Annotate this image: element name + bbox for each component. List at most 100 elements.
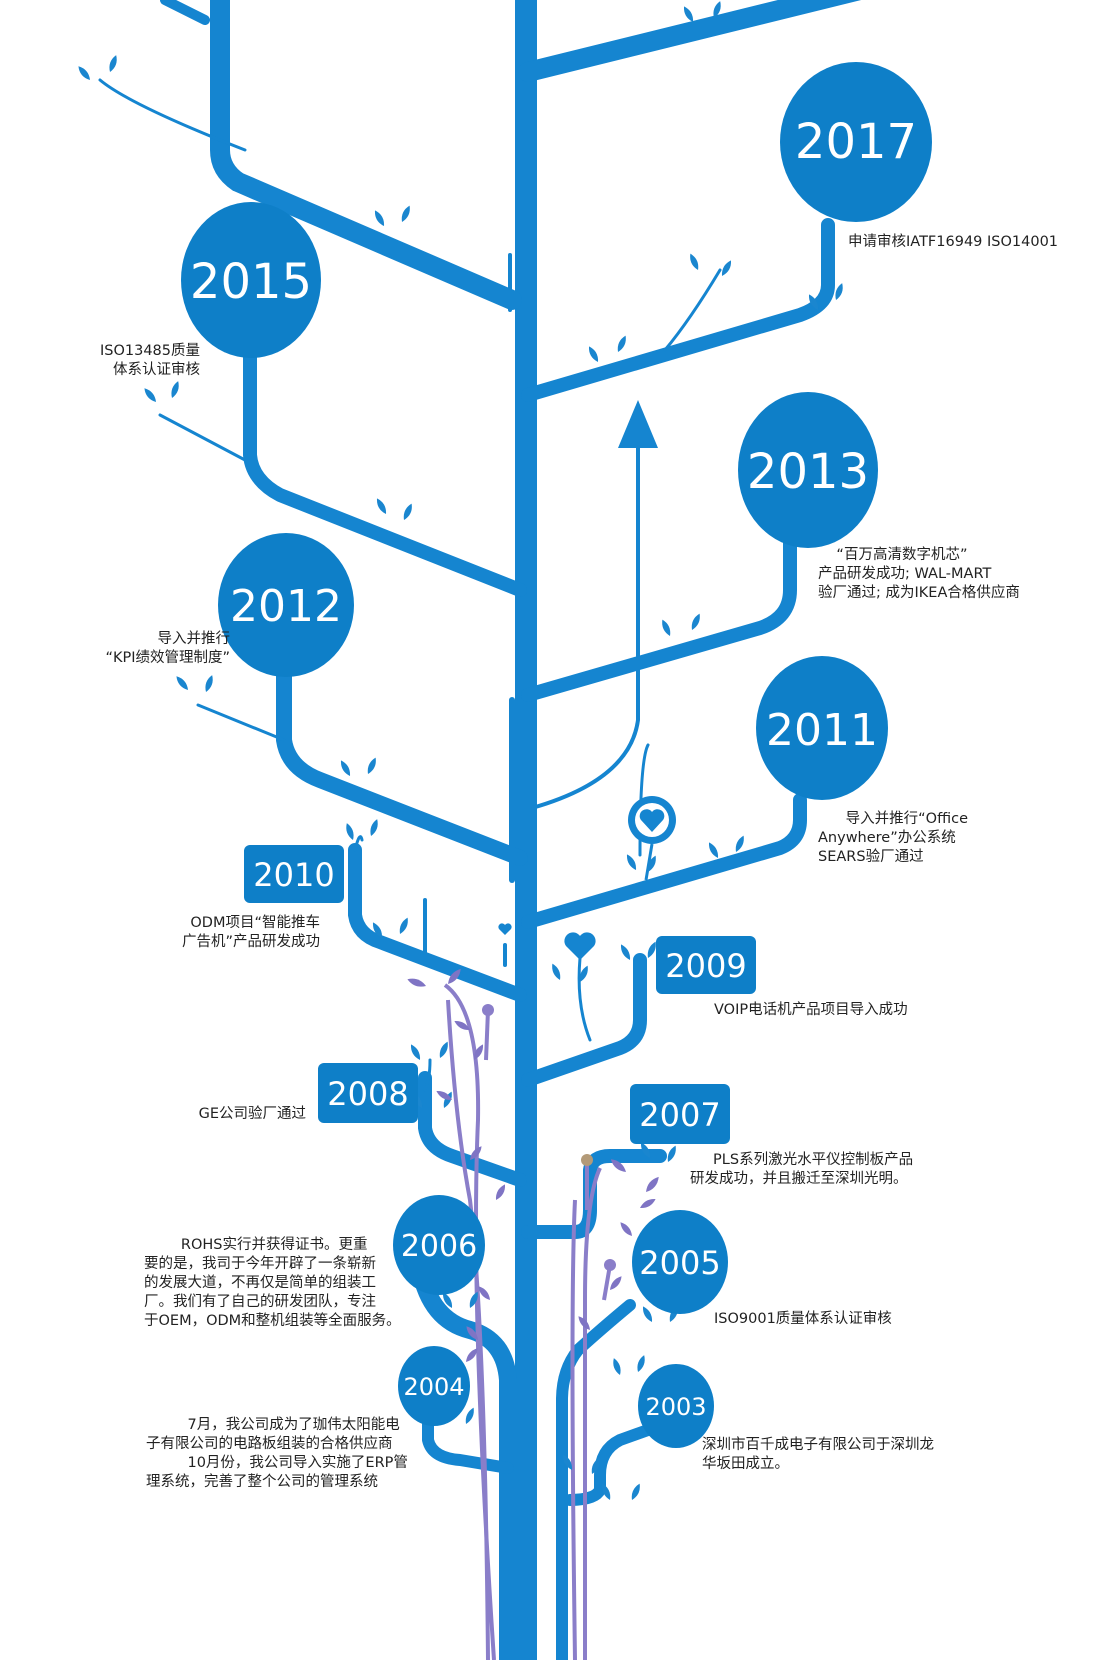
branch-2005 xyxy=(556,1299,636,1660)
year-badge-2017: 2017 xyxy=(780,62,932,222)
year-badge-2015: 2015 xyxy=(181,202,321,358)
leaf-icon xyxy=(631,1483,640,1500)
leaf-icon xyxy=(588,346,599,362)
leaf-icon xyxy=(713,1,721,18)
leaf-icon xyxy=(403,503,412,520)
year-label-2003: 2003 xyxy=(645,1393,706,1421)
heart-tags xyxy=(498,796,676,960)
milestone-text-2007: PLS系列激光水平仪控制板产品 研发成功，并且搬迁至深圳光明。 xyxy=(690,1152,914,1187)
leaf-icon xyxy=(552,963,561,980)
milestone-text-2013: “百万高清数字机芯” 产品研发成功; WAL-MART 验厂通过; 成为IKEA… xyxy=(818,547,1020,601)
leaf-icon xyxy=(578,1316,590,1330)
year-badges: 2017 2015 2013 2012 2011 2010 2009 2008 xyxy=(181,62,932,1448)
year-label-2017: 2017 xyxy=(795,114,917,170)
milestone-text-2010: ODM项目“智能推车 广告机”产品研发成功 xyxy=(181,915,320,950)
leaf-icon xyxy=(626,854,637,870)
leaf-icon xyxy=(340,760,351,776)
year-label-2007: 2007 xyxy=(639,1096,720,1134)
leaf-icon xyxy=(721,260,732,276)
year-badge-2007: 2007 xyxy=(630,1084,730,1144)
milestone-text-2015: ISO13485质量 体系认证审核 xyxy=(99,343,200,378)
leaf-icon xyxy=(454,1020,470,1031)
leaf-icon xyxy=(735,835,744,852)
year-label-2005: 2005 xyxy=(639,1244,720,1282)
branch-2013 xyxy=(521,533,797,702)
leaf-icon xyxy=(495,1184,506,1200)
leaf-icon xyxy=(407,978,426,987)
year-label-2011: 2011 xyxy=(766,705,878,756)
year-label-2012: 2012 xyxy=(230,581,342,632)
heart-small-icon xyxy=(564,932,596,960)
year-badge-2004: 2004 xyxy=(398,1346,470,1426)
leaf-icon xyxy=(176,676,188,690)
year-badge-2008: 2008 xyxy=(318,1063,418,1123)
branch-top-left-diagonal xyxy=(160,0,210,25)
leaf-icon xyxy=(808,294,819,310)
vine-buds xyxy=(482,1004,616,1271)
leaf-icon xyxy=(708,842,719,858)
year-label-2006: 2006 xyxy=(401,1229,477,1264)
year-label-2013: 2013 xyxy=(747,444,869,500)
leaf-icon xyxy=(367,757,376,774)
leaf-icon xyxy=(647,855,656,872)
milestone-text-2011: 导入并推行“Office Anywhere”办公系统 SEARS验厂通过 xyxy=(818,811,968,865)
leaf-icon xyxy=(610,1159,626,1172)
leaf-icon xyxy=(374,210,385,226)
year-badge-2011: 2011 xyxy=(756,656,888,800)
leaf-icon xyxy=(683,6,694,22)
year-label-2004: 2004 xyxy=(403,1373,464,1401)
leaf-icon xyxy=(642,1306,653,1322)
year-label-2010: 2010 xyxy=(253,856,334,894)
year-label-2015: 2015 xyxy=(190,254,312,310)
leaf-icon xyxy=(439,1041,448,1058)
year-badge-2006: 2006 xyxy=(393,1195,485,1295)
leaf-icon xyxy=(109,55,117,72)
branch-top-right xyxy=(518,0,862,82)
branch-2007 xyxy=(521,1149,667,1239)
leaf-icon xyxy=(620,944,631,960)
leaf-icon xyxy=(442,1292,453,1308)
twigs xyxy=(98,78,722,1092)
branch-2008 xyxy=(418,1071,527,1187)
leaf-icon xyxy=(448,968,461,984)
year-badge-2009: 2009 xyxy=(656,936,756,994)
year-badge-2005: 2005 xyxy=(632,1210,728,1314)
leaf-icon xyxy=(436,1090,452,1101)
milestone-text-2005: ISO9001质量体系认证审核 xyxy=(714,1311,892,1327)
branch-2010 xyxy=(348,843,527,1002)
leaf-icon xyxy=(410,1044,421,1060)
milestone-text-2004: 7月，我公司成为了珈伟太阳能电 子有限公司的电路板组装的合格供应商 10月份，我… xyxy=(146,1417,408,1490)
leaf-icon xyxy=(370,819,378,836)
leaf-icon xyxy=(470,1146,482,1160)
leaf-icon xyxy=(640,1198,656,1209)
leaf-icon xyxy=(602,1483,611,1500)
branch-2012 xyxy=(276,657,528,866)
leaf-icon xyxy=(835,283,843,300)
leaf-icon xyxy=(613,1358,621,1375)
leaf-icon xyxy=(376,498,387,514)
leaf-icon xyxy=(473,1044,484,1060)
branch-2009 xyxy=(521,953,647,1087)
leaf-icon xyxy=(620,1222,632,1236)
branch-2004 xyxy=(422,1414,514,1474)
leaf-icon xyxy=(562,1454,573,1470)
leaf-icon xyxy=(579,965,588,982)
leaf-icon xyxy=(469,1291,478,1308)
leaf-icon xyxy=(591,1457,600,1474)
leaf-icon xyxy=(346,823,354,840)
growth-arrow xyxy=(531,400,658,810)
year-label-2009: 2009 xyxy=(665,947,746,985)
leaf-icon xyxy=(646,1176,659,1192)
milestone-text-2006: ROHS实行并获得证书。更重 要的是，我司于今年开辟了一条崭新 的发展大道，不再… xyxy=(144,1237,401,1329)
heart-large-icon xyxy=(628,796,676,881)
leaf-icon xyxy=(466,1326,478,1340)
leaf-icon xyxy=(399,917,408,934)
milestone-text-2009: VOIP电话机产品项目导入成功 xyxy=(714,1002,908,1018)
leaf-icon xyxy=(401,205,410,222)
branch-top-left xyxy=(210,0,522,310)
year-label-2008: 2008 xyxy=(327,1075,408,1113)
milestone-text-2012: 导入并推行 “KPI绩效管理制度” xyxy=(105,631,230,666)
milestone-text-2003: 深圳市百千成电子有限公司于深圳龙 华坂田成立。 xyxy=(702,1437,934,1472)
year-badge-2012: 2012 xyxy=(218,533,354,677)
